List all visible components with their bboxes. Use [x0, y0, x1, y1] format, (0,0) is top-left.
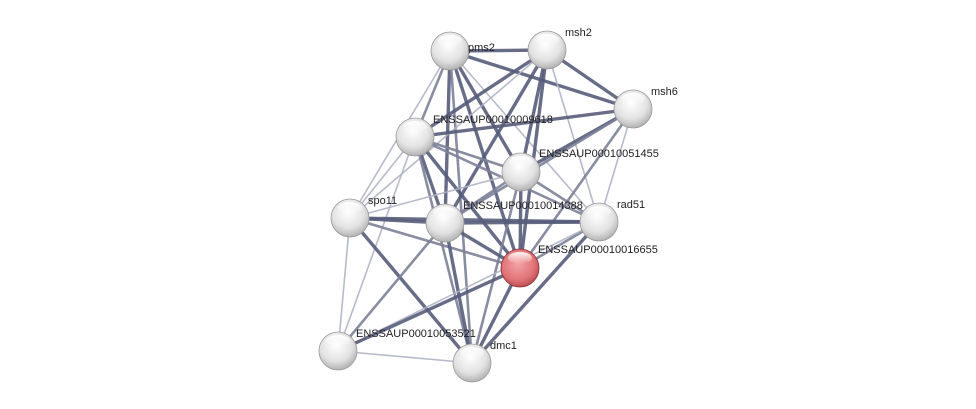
node-highlight [438, 35, 462, 47]
node-label: ENSSAUP00010009618 [433, 114, 553, 126]
edge-pms2-dmc1[interactable] [448, 50, 474, 364]
edge-msh2-n51455[interactable] [519, 49, 549, 173]
edge-n53521-dmc1[interactable] [337, 350, 473, 364]
edge-n14388-n53521[interactable] [337, 222, 446, 352]
node-label: msh2 [565, 27, 592, 39]
node-msh2[interactable]: msh2 [527, 27, 592, 70]
node-label: pms2 [468, 42, 495, 54]
edge-n14388-dmc1[interactable] [443, 222, 474, 364]
node-n53521[interactable]: ENSSAUP00010053521 [318, 328, 476, 371]
node-label: msh6 [651, 86, 678, 98]
edge-n9618-n53521[interactable] [337, 136, 416, 352]
edge-rad51-dmc1[interactable] [470, 220, 601, 365]
edge-msh2-n9618[interactable] [414, 48, 548, 139]
node-highlight [621, 93, 645, 105]
node-n14388[interactable]: ENSSAUP00010014388 [425, 200, 583, 243]
edge-pms2-n51455[interactable] [448, 50, 523, 173]
edge-n9618-dmc1[interactable] [413, 136, 474, 364]
node-n9618[interactable]: ENSSAUP00010009618 [395, 114, 553, 157]
node-highlight [460, 347, 484, 359]
node-highlight [535, 34, 559, 46]
node-n16655[interactable]: ENSSAUP00010016655 [500, 244, 658, 288]
node-highlight [508, 252, 532, 264]
edge-spo11-n16655[interactable] [349, 216, 521, 270]
node-label: ENSSAUP00010014388 [463, 200, 583, 212]
node-pms2[interactable]: pms2 [430, 31, 495, 71]
edge-msh2-rad51[interactable] [546, 49, 600, 223]
node-n51455[interactable]: ENSSAUP00010051455 [501, 148, 659, 192]
node-label: rad51 [617, 199, 645, 211]
node-highlight [433, 207, 457, 219]
edge-spo11-dmc1[interactable] [348, 216, 474, 365]
node-label: ENSSAUP00010051455 [539, 148, 659, 160]
node-highlight [326, 335, 350, 347]
node-label: ENSSAUP00010016655 [538, 244, 658, 256]
node-msh6[interactable]: msh6 [613, 86, 678, 129]
node-dmc1[interactable]: dmc1 [452, 340, 517, 383]
edge-n51455-dmc1[interactable] [470, 171, 523, 364]
node-highlight [587, 206, 611, 218]
edge-n16655-n53521[interactable] [337, 266, 521, 353]
node-rad51[interactable]: rad51 [579, 199, 645, 242]
node-highlight [338, 202, 362, 214]
node-label: spo11 [368, 195, 397, 207]
edge-n51455-spo11[interactable] [349, 171, 522, 219]
node-label: dmc1 [490, 340, 517, 352]
node-highlight [509, 156, 533, 168]
node-spo11[interactable]: spo11 [330, 195, 397, 238]
edge-msh6-n16655[interactable] [518, 108, 635, 269]
edge-pms2-n14388[interactable] [443, 50, 452, 224]
edge-msh6-n9618[interactable] [414, 107, 634, 139]
node-highlight [403, 121, 427, 133]
edge-spo11-n53521[interactable] [337, 217, 351, 352]
edge-msh6-rad51[interactable] [598, 108, 634, 223]
edge-pms2-rad51[interactable] [449, 50, 600, 223]
edge-n14388-rad51[interactable] [444, 220, 600, 225]
node-label: ENSSAUP00010053521 [356, 328, 476, 340]
